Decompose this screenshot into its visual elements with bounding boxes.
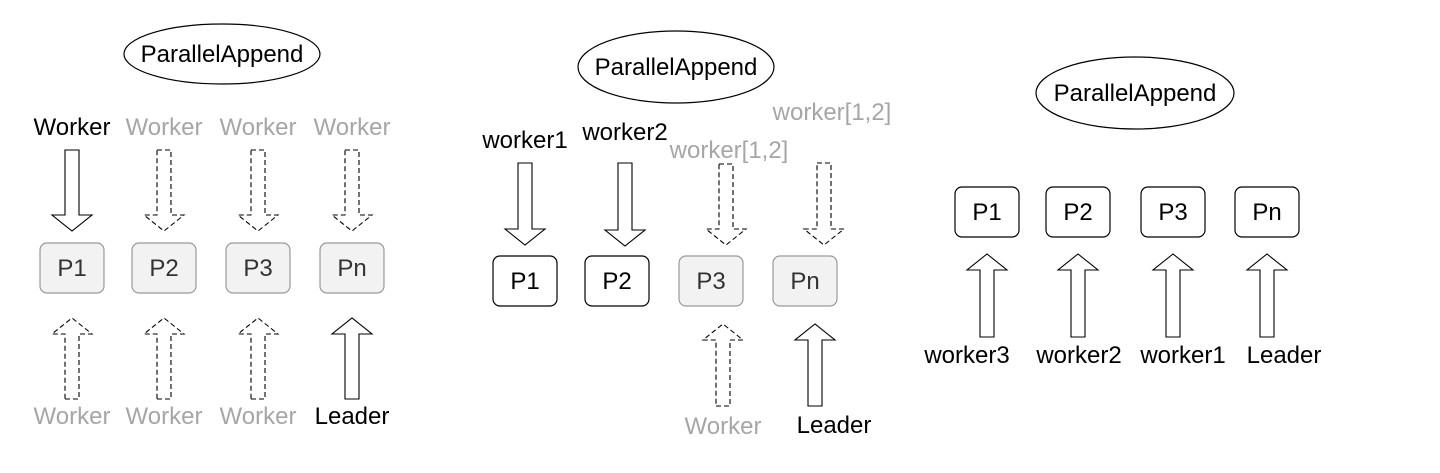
panel2-subplan-2 (584, 255, 650, 307)
panel3-subplan-3-label: P3 (1158, 199, 1187, 226)
panel2-shape (577, 30, 775, 104)
panel1-up-arrow-1 (50, 317, 94, 400)
panel2-top-label-2: worker2 (581, 119, 667, 146)
panel3-bottom-label-3: worker1 (1139, 342, 1225, 369)
panel2-top-label-4: worker[1,2] (772, 99, 892, 126)
panel3-up-arrow-1 (965, 253, 1009, 338)
panel1-subplan-2-label: P2 (149, 255, 178, 282)
panel2-subplan-3 (678, 255, 744, 307)
panel2-subplan-1 (492, 255, 558, 307)
panel3-up-arrow-2 (1056, 253, 1100, 338)
panel1-up-arrow-4 (330, 317, 374, 400)
panel3-subplan-4 (1234, 186, 1300, 238)
panel1-bottom-label-1: Worker (34, 403, 111, 430)
panel3-subplan-1-label: P1 (972, 199, 1001, 226)
panel2-down-arrow-1 (503, 162, 547, 246)
panel2-subplan-1-label: P1 (510, 268, 539, 295)
panel3-subplan-1 (954, 186, 1020, 238)
panel1-up-arrow-3 (236, 317, 280, 400)
panel2-subplan-4 (772, 255, 838, 307)
panel1-subplan-2 (131, 242, 197, 294)
panel1-top-label-1: Worker (34, 114, 111, 141)
panel2-top-label-1: worker1 (481, 127, 567, 154)
panel2-down-arrow-3 (704, 163, 748, 246)
panel1-bottom-label-3: Worker (220, 403, 297, 430)
panel1-bottom-label-4: Leader (315, 403, 390, 430)
panel1-down-arrow-4 (330, 149, 374, 232)
panel1-title: ParallelAppend (141, 41, 304, 68)
panel2-up-arrow-2 (793, 323, 837, 407)
panel1-top-label-2: Worker (126, 114, 203, 141)
panel2-bottom-label-1: Worker (685, 413, 762, 440)
panel2-up-arrow-1 (701, 323, 745, 407)
panel2-title: ParallelAppend (595, 54, 758, 81)
panel1-down-arrow-2 (142, 149, 186, 232)
panel1-subplan-4-label: Pn (337, 255, 366, 282)
panel3-subplan-2-label: P2 (1063, 199, 1092, 226)
panel3-subplan-4-label: Pn (1252, 199, 1281, 226)
panel3-up-arrow-3 (1151, 253, 1195, 338)
panel1-subplan-1-label: P1 (57, 255, 86, 282)
panel2-subplan-3-label: P3 (696, 268, 725, 295)
panel2-subplan-4-label: Pn (790, 268, 819, 295)
panel1-down-arrow-1 (50, 149, 94, 232)
panel3-bottom-label-1: worker3 (923, 342, 1009, 369)
panel1-subplan-3-label: P3 (243, 255, 272, 282)
panel2-down-arrow-2 (603, 162, 647, 247)
panel2-bottom-label-2: Leader (797, 412, 872, 439)
panel3-subplan-3 (1140, 186, 1206, 238)
panel1-top-label-4: Worker (314, 114, 391, 141)
panel3-shape (1035, 56, 1235, 130)
panel3-bottom-label-2: worker2 (1035, 342, 1121, 369)
panel1-subplan-1 (39, 242, 105, 294)
panel2-down-arrow-4 (802, 162, 846, 246)
panel3-subplan-2 (1045, 186, 1111, 238)
panel1-subplan-3 (225, 242, 291, 294)
panel1-shape (123, 23, 321, 85)
panel1-subplan-4 (319, 242, 385, 294)
panel2-top-label-3: worker[1,2] (669, 137, 789, 164)
panel2-subplan-2-label: P2 (602, 268, 631, 295)
panel1-bottom-label-2: Worker (126, 403, 203, 430)
panel1-up-arrow-2 (142, 317, 186, 400)
panel1-down-arrow-3 (236, 149, 280, 232)
panel3-bottom-label-4: Leader (1247, 342, 1322, 369)
panel1-top-label-3: Worker (220, 114, 297, 141)
panel3-up-arrow-4 (1245, 253, 1289, 338)
panel3-title: ParallelAppend (1054, 80, 1217, 107)
